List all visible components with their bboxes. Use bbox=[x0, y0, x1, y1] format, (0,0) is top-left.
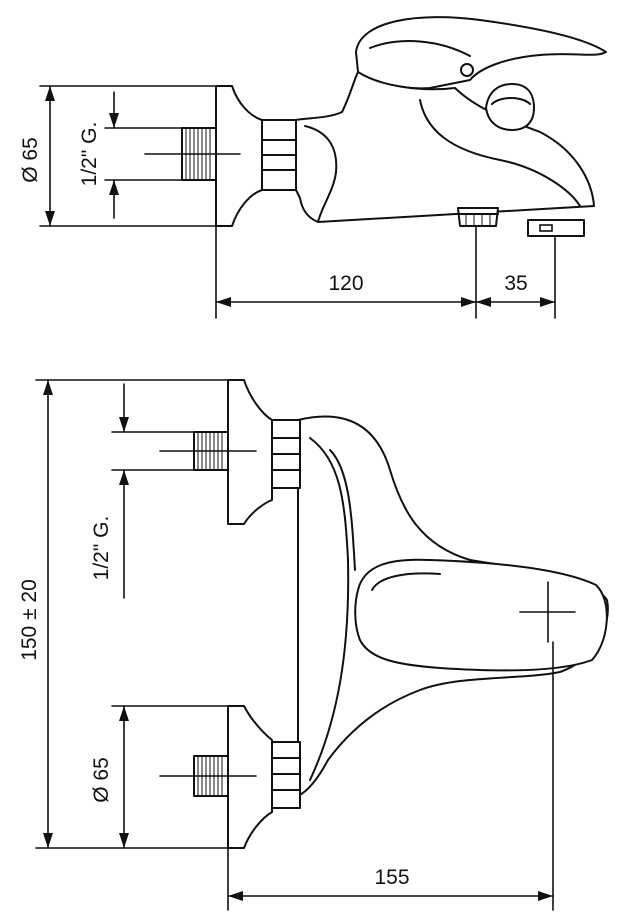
top-view: 150 ± 20 1/2" G. Ø 65 155 bbox=[18, 379, 609, 911]
spout-outlet bbox=[527, 219, 585, 237]
body-contour bbox=[419, 99, 581, 207]
top-body-contour bbox=[329, 449, 356, 571]
shower-outlet bbox=[457, 207, 499, 227]
lever-handle bbox=[355, 16, 607, 90]
body-neck bbox=[304, 125, 338, 223]
side-view: Ø 65 1/2" G. 120 35 bbox=[19, 16, 607, 319]
lever-contour bbox=[369, 40, 471, 57]
mixer-body bbox=[295, 71, 595, 223]
top-upper-flange bbox=[227, 379, 273, 525]
diverter-knob bbox=[485, 83, 535, 131]
top-lower-flange bbox=[227, 705, 273, 849]
side-diameter-label: Ø 65 bbox=[19, 137, 42, 183]
top-projection-label: 155 bbox=[374, 866, 409, 889]
side-length-spout-label: 35 bbox=[504, 272, 527, 295]
side-length-main-label: 120 bbox=[328, 272, 363, 295]
top-thread-label: 1/2" G. bbox=[90, 516, 113, 581]
top-diameter-label: Ø 65 bbox=[90, 757, 113, 803]
top-centers-label: 150 ± 20 bbox=[18, 579, 41, 661]
top-body-inner bbox=[309, 437, 350, 781]
wall-flange bbox=[215, 85, 263, 227]
top-lever-contour bbox=[371, 572, 441, 591]
knob-contour bbox=[491, 97, 531, 105]
side-thread-label: 1/2" G. bbox=[78, 122, 101, 187]
top-lever bbox=[354, 558, 608, 672]
lever-screw bbox=[460, 63, 474, 77]
